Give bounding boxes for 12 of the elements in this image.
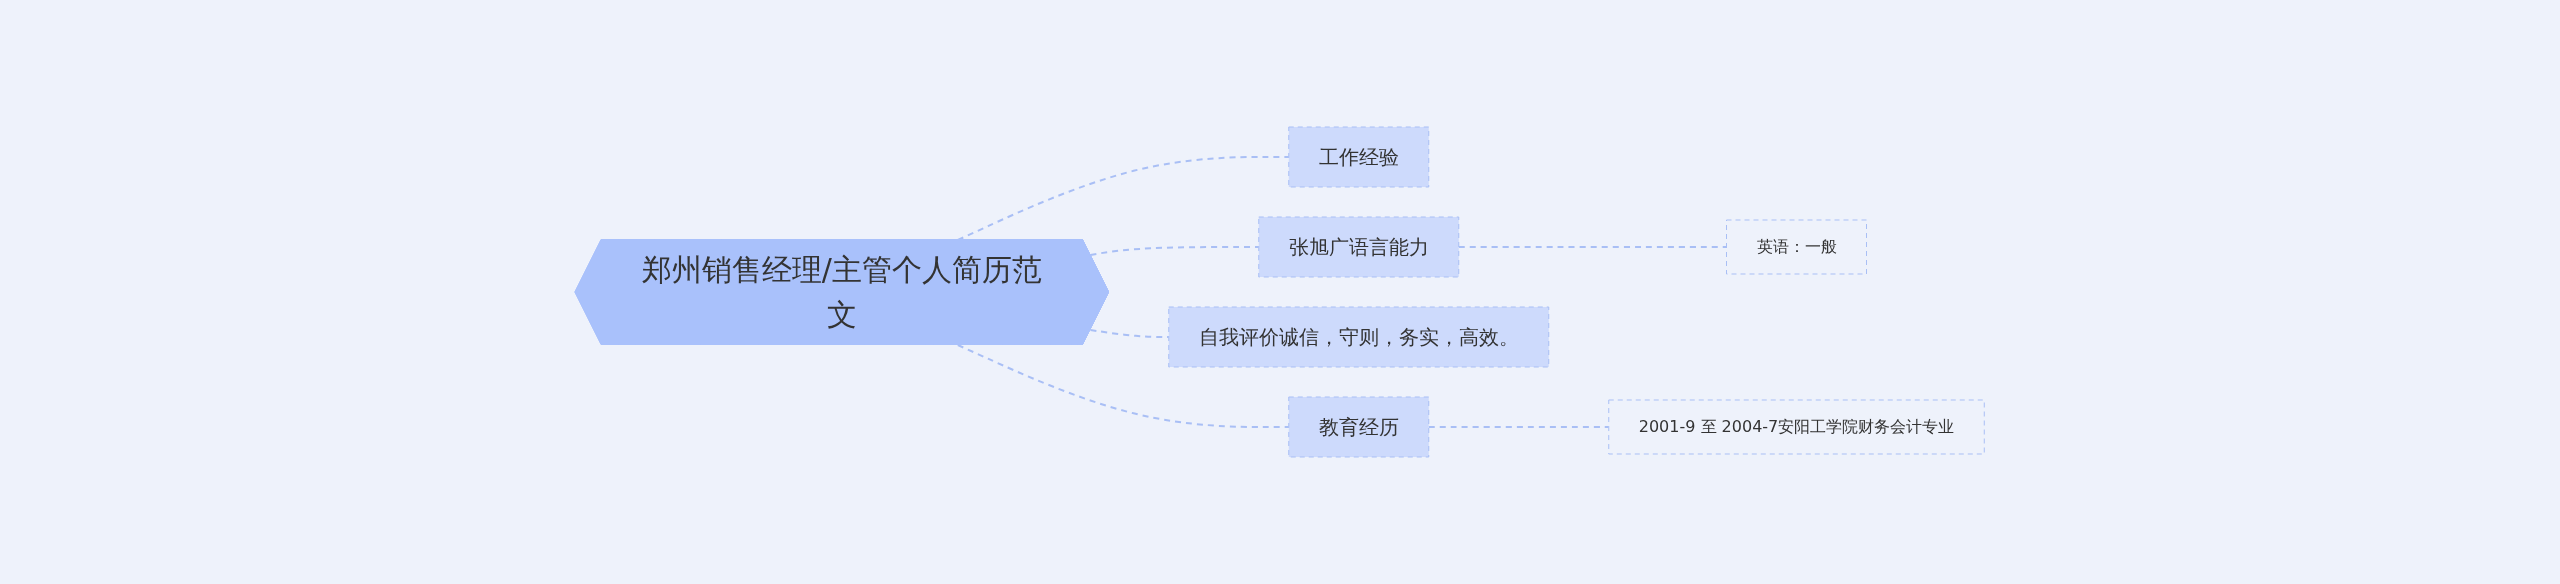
- connector: [1458, 246, 1728, 248]
- node-box: 自我评价诚信，守则，务实，高效。: [1168, 306, 1550, 368]
- connector: [957, 344, 1291, 428]
- node-box: 工作经验: [1288, 126, 1430, 188]
- connector: [1428, 426, 1611, 428]
- node-box: 教育经历: [1288, 396, 1430, 458]
- connector: [1089, 246, 1261, 256]
- node-box: 张旭广语言能力: [1258, 216, 1460, 278]
- connector: [957, 156, 1291, 241]
- node-box: 英语：一般: [1726, 219, 1868, 275]
- connector: [1089, 329, 1171, 338]
- node-box: 2001-9 至 2004-7安阳工学院财务会计专业: [1608, 399, 1986, 455]
